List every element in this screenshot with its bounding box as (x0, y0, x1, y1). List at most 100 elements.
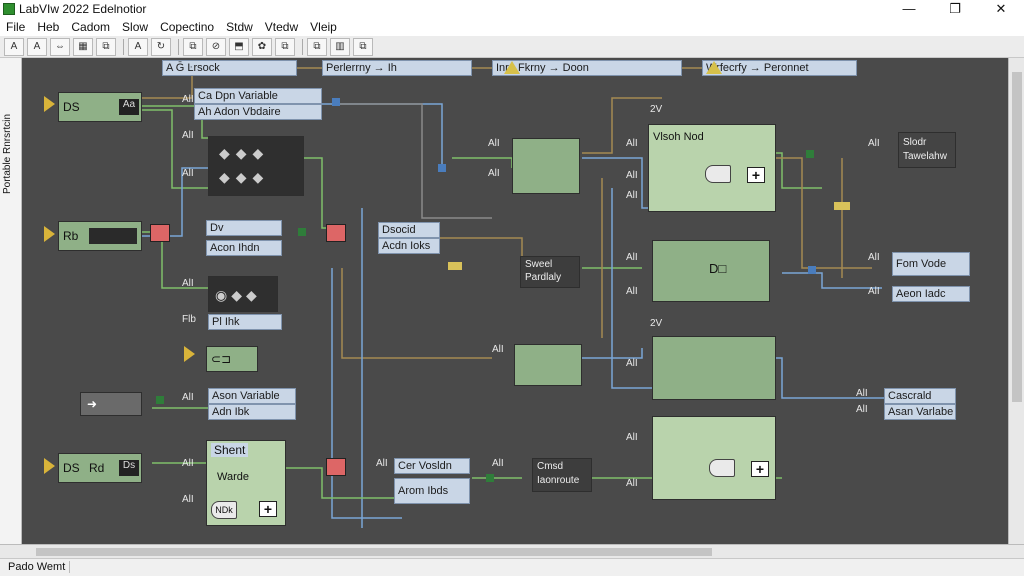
wire-junction (298, 228, 306, 236)
label-aeon-iadc[interactable]: Aeon Iadc (892, 286, 970, 302)
input-control-ds[interactable]: DS Aa (58, 92, 142, 122)
diamond-icon: ◆◆◆ (219, 145, 270, 161)
resize-button[interactable]: ⇔ (50, 37, 70, 56)
wire-junction (486, 474, 494, 482)
terminal-label: AlI (868, 138, 880, 149)
status-bar: Pado Wemt (0, 558, 1024, 576)
terminal-label: AlI (488, 168, 500, 179)
subvi-node-shent[interactable]: Shent Warde NDk + (206, 440, 286, 526)
input-terminal-icon[interactable] (44, 226, 55, 242)
label-acon-ihdn[interactable]: Acon Ihdn (206, 240, 282, 256)
numeric-display (89, 228, 137, 244)
input-control-ds-rd[interactable]: DS Rd Ds (58, 453, 142, 483)
input-control-rb[interactable]: Rb (58, 221, 142, 251)
menu-slow[interactable]: Slow (122, 20, 149, 34)
menu-stdw[interactable]: Stdw (226, 20, 253, 34)
label-dv[interactable]: Dv (206, 220, 282, 236)
gate-icon: ⊂⊐ (211, 352, 232, 366)
terminal-label: AlI (182, 278, 194, 289)
function-node-gate[interactable]: ⊂⊐ (206, 346, 258, 372)
terminal-label: AlI (626, 138, 638, 149)
top-label-lock[interactable]: A Ḡ Ŀrsock (162, 60, 297, 76)
indicator-red[interactable] (326, 458, 346, 476)
scroll-thumb[interactable] (36, 548, 712, 556)
cluster-node-diamonds[interactable]: ◆◆◆ ◆◆◆ (208, 136, 304, 196)
label-fom-vode[interactable]: Fom Vode (892, 252, 970, 276)
top-label-inrg[interactable]: Inrg Fkrny → Doon (492, 60, 682, 76)
menu-heb[interactable]: Heb (37, 20, 60, 34)
highlight-button[interactable]: ⬒ (229, 37, 249, 56)
wire-junction (806, 150, 814, 158)
subvi-cmsd[interactable]: Cmsd Iaonroute (532, 458, 592, 492)
horizontal-scrollbar[interactable] (0, 544, 1024, 558)
menu-cadom[interactable]: Cadom (71, 20, 111, 34)
context-help-button[interactable]: ⧉ (353, 37, 373, 56)
abort-button[interactable]: ⊘ (206, 37, 226, 56)
label-dpn-variable[interactable]: Ca Dpn Variable (194, 88, 322, 104)
subvi-lower[interactable] (652, 336, 776, 400)
label-pl-ihk[interactable]: Pl Ihk (208, 314, 282, 330)
label-cascrald[interactable]: Cascrald (884, 388, 956, 404)
toolbar: A A ⇔ ▦ ⧉ A ↻ ⧉ ⊘ ⬒ ✿ ⧉ ⧉ ▥ ⧉ (0, 36, 1024, 58)
run-button[interactable]: A (4, 37, 24, 56)
label-ason-variable[interactable]: Ason Variable (208, 388, 296, 404)
terminal-label: AlI (868, 252, 880, 263)
label-cer-vosldn[interactable]: Cer Vosldn (394, 458, 470, 474)
menu-vtedw[interactable]: Vtedw (264, 20, 299, 34)
plug-icon (709, 459, 735, 477)
label-asan-varlabe[interactable]: Asan Varlabe (884, 404, 956, 420)
subvi-sweel[interactable]: Sweel Pardlaly (520, 256, 580, 288)
align-button[interactable]: ⧉ (183, 37, 203, 56)
subvi-vlsoh-nod[interactable]: Vlsoh Nod + (648, 124, 776, 212)
warning-icon (706, 61, 722, 74)
terminal-label: AlI (492, 458, 504, 469)
cluster-node-mid[interactable]: ◉◆◆ (208, 276, 278, 312)
grid-button[interactable]: ▦ (73, 37, 93, 56)
input-terminal-icon[interactable] (44, 96, 55, 112)
close-button[interactable]: ✕ (995, 1, 1007, 16)
input-terminal-icon[interactable] (44, 458, 55, 474)
input-terminal-icon[interactable] (184, 346, 195, 362)
menu-vleip[interactable]: Vleip (310, 20, 337, 34)
label-adon-vbdaire[interactable]: Ah Adon Vbdaire (194, 104, 322, 120)
label-adn-ibk[interactable]: Adn Ibk (208, 404, 296, 420)
subvi-bottom[interactable]: + (652, 416, 776, 500)
copy-button[interactable]: ⧉ (96, 37, 116, 56)
indicator-red[interactable] (326, 224, 346, 242)
top-label-wrfecrfy[interactable]: Wrfecrfy → Peronnet (702, 60, 857, 76)
terminal-label: 2V (650, 318, 663, 329)
label-dsocid[interactable]: Dsocid (378, 222, 440, 238)
maximize-button[interactable]: ❐ (949, 1, 961, 16)
distribute-button[interactable]: ⧉ (275, 37, 295, 56)
plus-icon: + (259, 501, 277, 517)
font-button[interactable]: A (128, 37, 148, 56)
scroll-thumb[interactable] (1012, 72, 1022, 402)
plus-icon: + (747, 167, 765, 183)
terminal-label: AlI (856, 404, 868, 415)
menu-copectino[interactable]: Copectino (160, 20, 215, 34)
plug-icon (705, 165, 731, 183)
terminal-label: AlI (856, 388, 868, 399)
terminal-label: AlI (182, 94, 194, 105)
menu-file[interactable]: File (6, 20, 26, 34)
function-node-a[interactable] (512, 138, 580, 194)
labview-icon (3, 3, 15, 15)
panel-button[interactable]: ▥ (330, 37, 350, 56)
cleanup-button[interactable]: ✿ (252, 37, 272, 56)
subvi-middle[interactable]: D□ (652, 240, 770, 302)
function-node-b[interactable] (514, 344, 582, 386)
label-arom-ibds[interactable]: Arom Ibds (394, 478, 470, 504)
reorder-button[interactable]: ⧉ (307, 37, 327, 56)
wire-junction (332, 98, 340, 106)
refresh-button[interactable]: ↻ (151, 37, 171, 56)
top-label-perlerrny[interactable]: Perlerrny → Ih (322, 60, 472, 76)
label-acdn-ioks[interactable]: Acdn Ioks (378, 238, 440, 254)
vertical-scrollbar[interactable] (1008, 58, 1024, 544)
subvi-slodr[interactable]: Slodr Tawelahw (898, 132, 956, 168)
wire-junction (834, 202, 850, 210)
constant-node[interactable]: ➜ (80, 392, 142, 416)
block-diagram-canvas[interactable]: A Ḡ Ŀrsock Perlerrny → Ih Inrg Fkrny → D… (22, 58, 1008, 544)
indicator-red[interactable] (150, 224, 170, 242)
minimize-button[interactable]: — (902, 1, 916, 16)
text-tool-button[interactable]: A (27, 37, 47, 56)
